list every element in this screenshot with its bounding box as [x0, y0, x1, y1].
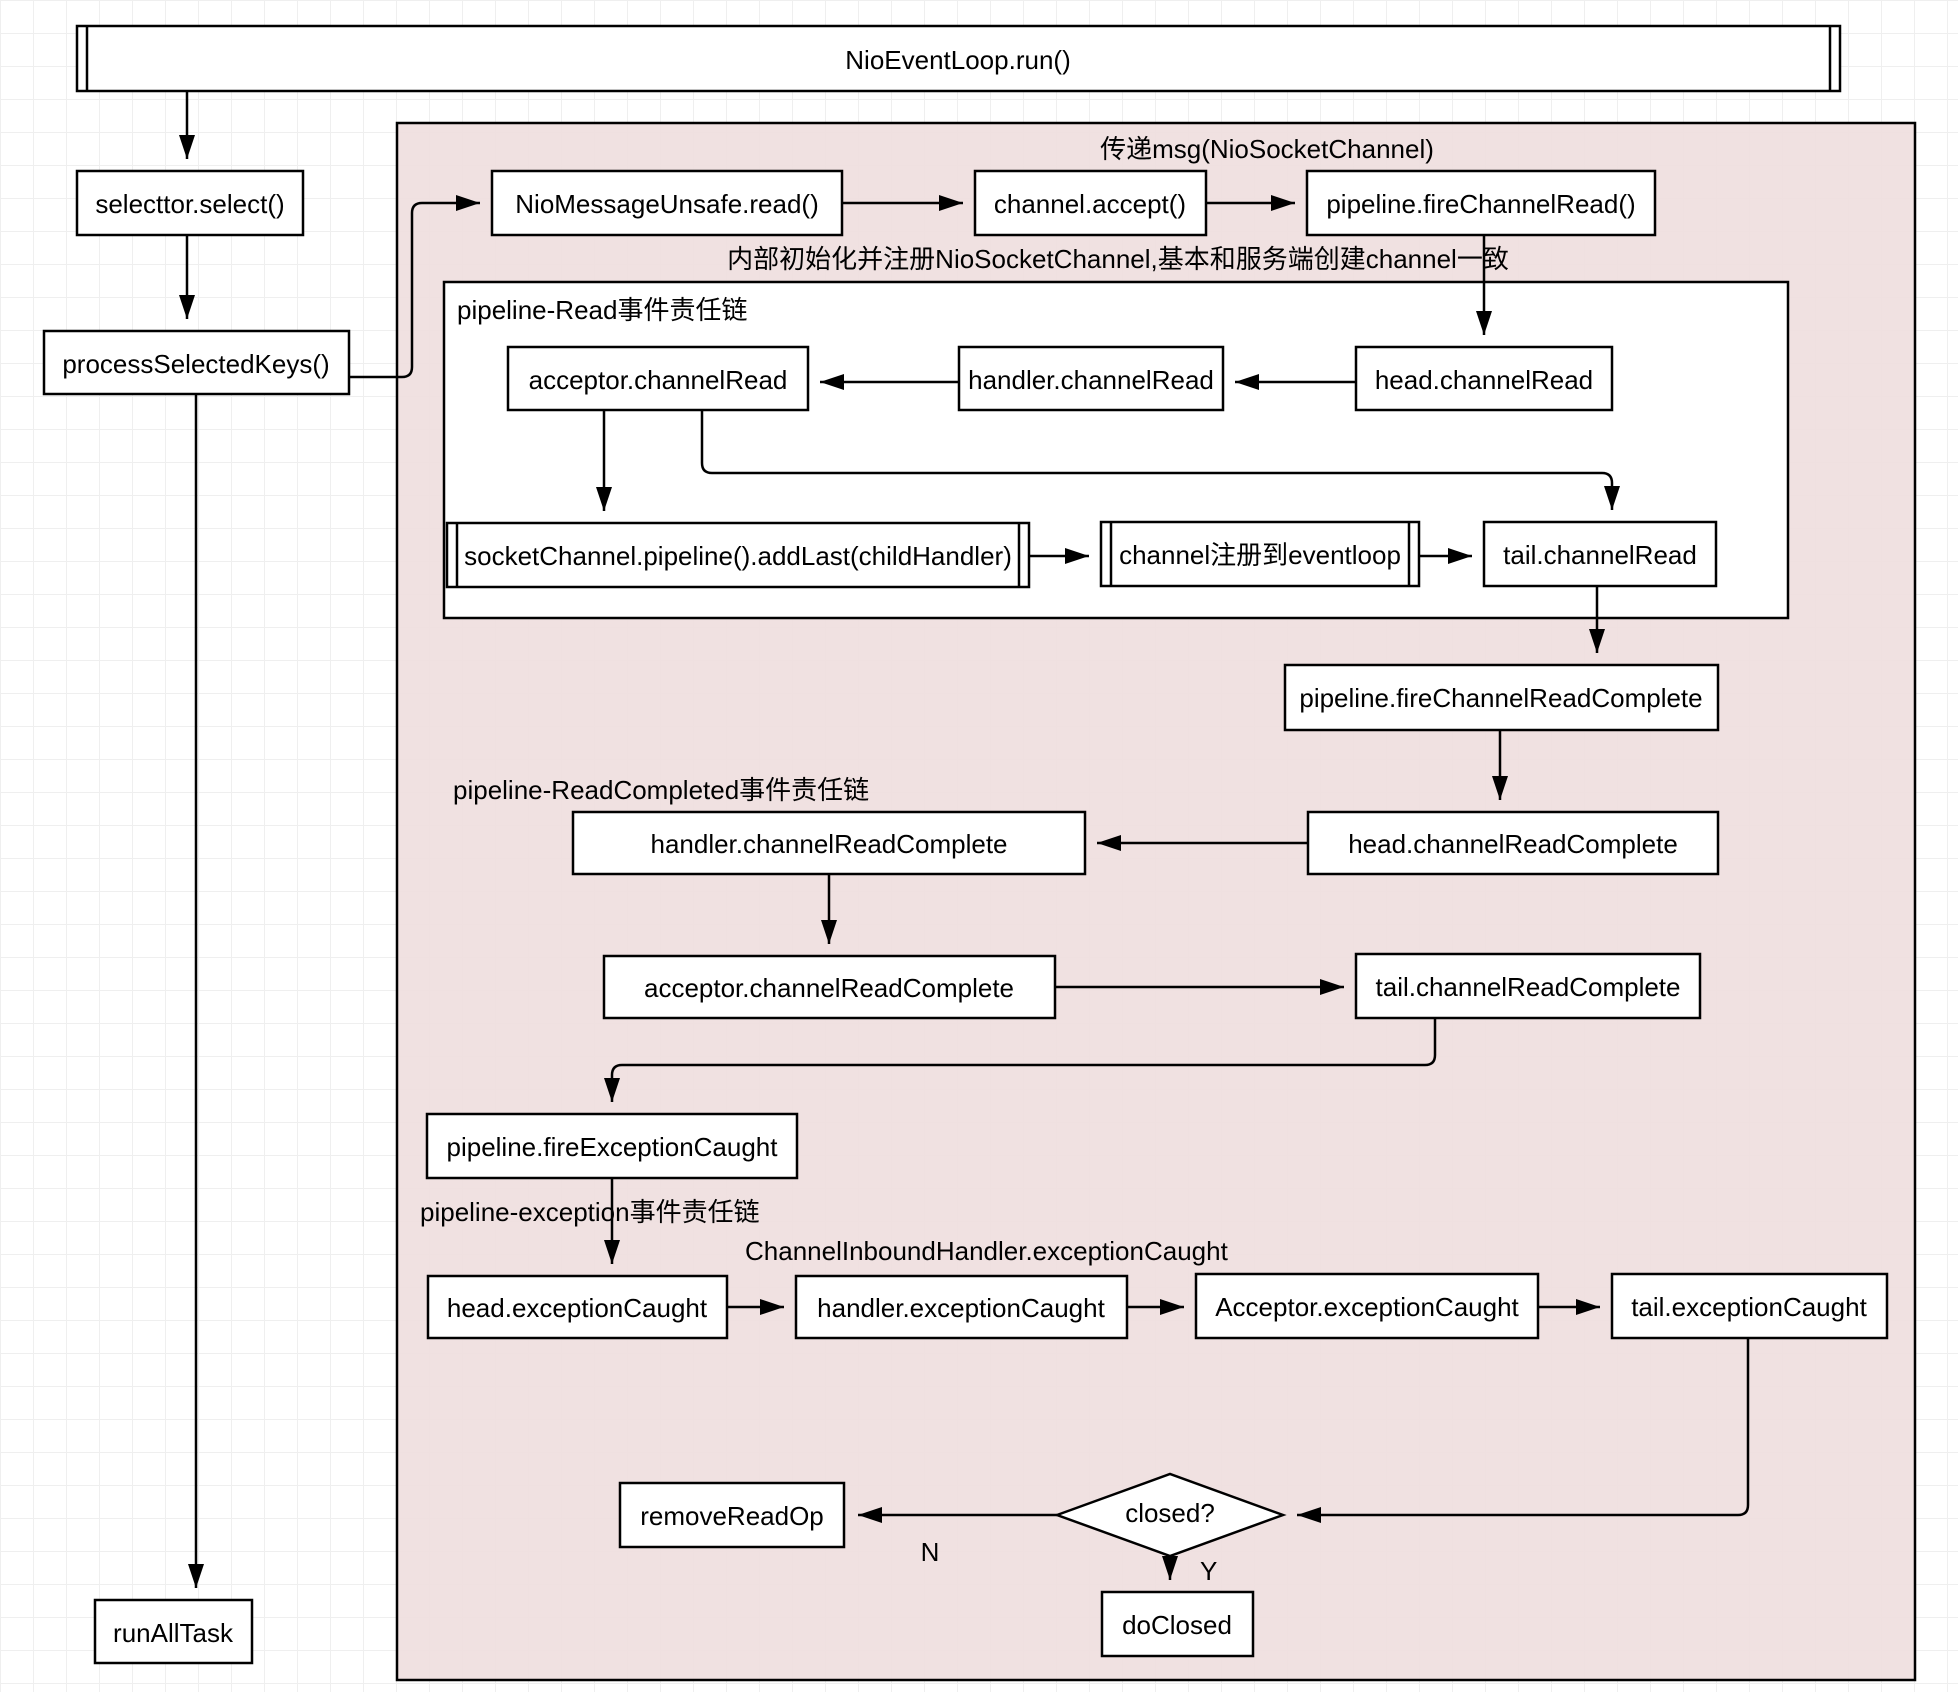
- label-init-note: 内部初始化并注册NioSocketChannel,基本和服务端创建channel…: [727, 244, 1509, 274]
- svg-text:handler.channelRead: handler.channelRead: [968, 365, 1214, 395]
- edge-tailex-to-closed: [1297, 1338, 1750, 1523]
- svg-text:head.exceptionCaught: head.exceptionCaught: [447, 1293, 708, 1323]
- svg-text:closed?: closed?: [1125, 1498, 1215, 1528]
- label-readcompleted-chain: pipeline-ReadCompleted事件责任链: [453, 775, 869, 805]
- svg-text:handler.channelReadComplete: handler.channelReadComplete: [650, 829, 1007, 859]
- node-handler-channelread: handler.channelRead: [957, 345, 1225, 412]
- node-tail-exceptioncaught: tail.exceptionCaught: [1610, 1272, 1889, 1340]
- node-nioeventloop-run: NioEventLoop.run(): [75, 24, 1842, 93]
- node-pipeline-firechannelreadcomplete: pipeline.fireChannelReadComplete: [1283, 663, 1720, 732]
- svg-text:pipeline.fireChannelRead(): pipeline.fireChannelRead(): [1326, 189, 1635, 219]
- node-handler-channelreadcomplete: handler.channelReadComplete: [571, 810, 1087, 876]
- svg-text:socketChannel.pipeline().addLa: socketChannel.pipeline().addLast(childHa…: [464, 541, 1012, 571]
- svg-text:processSelectedKeys(): processSelectedKeys(): [62, 349, 329, 379]
- title-label: NioEventLoop.run(): [845, 45, 1070, 75]
- node-handler-exceptioncaught: handler.exceptionCaught: [794, 1274, 1129, 1340]
- node-head-channelread: head.channelRead: [1354, 345, 1614, 412]
- node-do-closed: doClosed: [1100, 1590, 1255, 1658]
- node-niomessageunsafe-read: NioMessageUnsafe.read(): [490, 169, 844, 237]
- node-acceptor-channelread: acceptor.channelRead: [506, 345, 810, 412]
- node-remove-read-op: removeReadOp: [618, 1481, 846, 1549]
- svg-text:tail.channelReadComplete: tail.channelReadComplete: [1376, 972, 1681, 1002]
- label-branch-no: N: [921, 1537, 940, 1567]
- label-branch-yes: Y: [1200, 1556, 1217, 1586]
- svg-text:acceptor.channelRead: acceptor.channelRead: [529, 365, 788, 395]
- node-pipeline-fireexceptioncaught: pipeline.fireExceptionCaught: [425, 1112, 799, 1180]
- node-tail-channelreadcomplete: tail.channelReadComplete: [1354, 952, 1702, 1020]
- svg-text:head.channelReadComplete: head.channelReadComplete: [1348, 829, 1678, 859]
- node-pipeline-firechannelread: pipeline.fireChannelRead(): [1305, 169, 1657, 237]
- svg-text:pipeline.fireChannelReadComple: pipeline.fireChannelReadComplete: [1299, 683, 1702, 713]
- node-process-selected-keys: processSelectedKeys(): [42, 329, 351, 396]
- node-acceptor-channelreadcomplete: acceptor.channelReadComplete: [602, 954, 1057, 1020]
- edge-accread-to-tailread: [700, 410, 1620, 510]
- svg-text:runAllTask: runAllTask: [113, 1618, 234, 1648]
- edge-tailrc-to-fireex: [604, 1018, 1437, 1102]
- label-inbound-handler: ChannelInboundHandler.exceptionCaught: [745, 1236, 1229, 1266]
- node-head-exceptioncaught: head.exceptionCaught: [426, 1274, 729, 1340]
- svg-text:NioMessageUnsafe.read(): NioMessageUnsafe.read(): [515, 189, 818, 219]
- svg-text:acceptor.channelReadComplete: acceptor.channelReadComplete: [644, 973, 1014, 1003]
- node-tail-channelread: tail.channelRead: [1482, 520, 1718, 588]
- label-exception-chain: pipeline-exception事件责任链: [420, 1197, 760, 1227]
- node-acceptor-exceptioncaught: Acceptor.exceptionCaught: [1194, 1272, 1540, 1340]
- node-socketchannel-addlast: socketChannel.pipeline().addLast(childHa…: [445, 521, 1031, 589]
- svg-text:pipeline.fireExceptionCaught: pipeline.fireExceptionCaught: [447, 1132, 779, 1162]
- svg-text:removeReadOp: removeReadOp: [640, 1501, 824, 1531]
- edge-processkeys-to-nioread: [349, 195, 480, 379]
- svg-text:selecttor.select(): selecttor.select(): [95, 189, 284, 219]
- node-channel-register-eventloop: channel注册到eventloop: [1099, 520, 1421, 588]
- svg-text:tail.exceptionCaught: tail.exceptionCaught: [1631, 1292, 1867, 1322]
- node-selector-select: selecttor.select(): [75, 169, 305, 237]
- svg-text:channel注册到eventloop: channel注册到eventloop: [1119, 540, 1401, 570]
- node-closed-decision: closed?: [1053, 1472, 1287, 1558]
- svg-text:Acceptor.exceptionCaught: Acceptor.exceptionCaught: [1215, 1292, 1519, 1322]
- svg-text:channel.accept(): channel.accept(): [994, 189, 1186, 219]
- svg-text:doClosed: doClosed: [1122, 1610, 1232, 1640]
- label-pass-msg: 传递msg(NioSocketChannel): [1100, 134, 1434, 164]
- svg-text:head.channelRead: head.channelRead: [1375, 365, 1593, 395]
- svg-text:tail.channelRead: tail.channelRead: [1503, 540, 1697, 570]
- node-head-channelreadcomplete: head.channelReadComplete: [1306, 810, 1720, 876]
- node-run-all-task: runAllTask: [93, 1598, 254, 1665]
- svg-text:handler.exceptionCaught: handler.exceptionCaught: [817, 1293, 1105, 1323]
- node-channel-accept: channel.accept(): [973, 169, 1208, 237]
- label-read-chain: pipeline-Read事件责任链: [457, 295, 747, 325]
